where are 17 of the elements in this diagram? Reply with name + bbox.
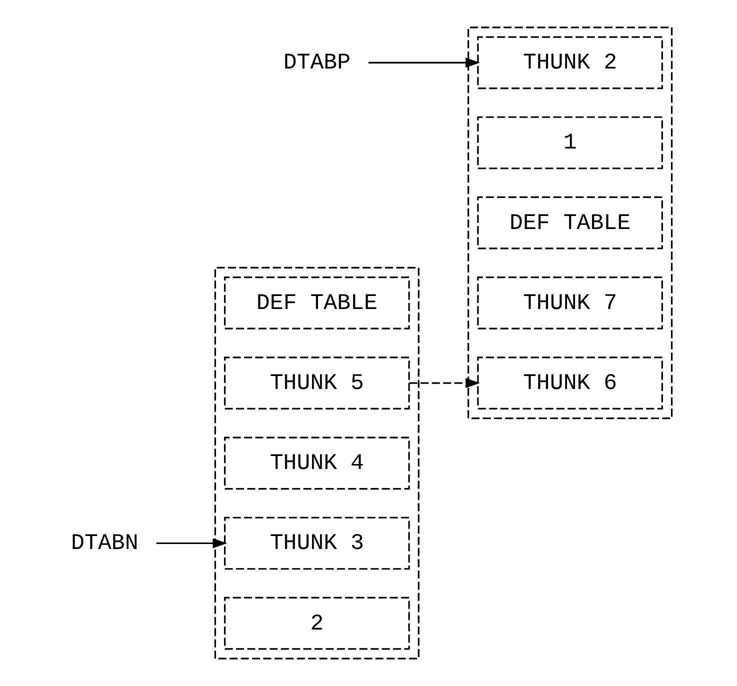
arrow: [408, 378, 480, 388]
node-box: THUNK 2: [476, 36, 662, 90]
node-box: DEF TABLE: [476, 196, 662, 250]
node-box: THUNK 5: [224, 356, 410, 410]
node-text: DTABN: [70, 530, 138, 556]
node-box: 1: [476, 116, 662, 170]
node-box: THUNK 3: [224, 516, 410, 570]
node-box: 2: [224, 596, 410, 650]
node-box: THUNK 6: [476, 356, 662, 410]
node-box: DEF TABLE: [224, 276, 410, 330]
node-box: THUNK 7: [476, 276, 662, 330]
node-box: THUNK 4: [224, 436, 410, 490]
cluster: [467, 26, 672, 420]
cluster: [214, 266, 419, 660]
arrow: [156, 538, 227, 548]
node-text: DTABP: [282, 50, 350, 76]
arrow: [368, 58, 480, 68]
